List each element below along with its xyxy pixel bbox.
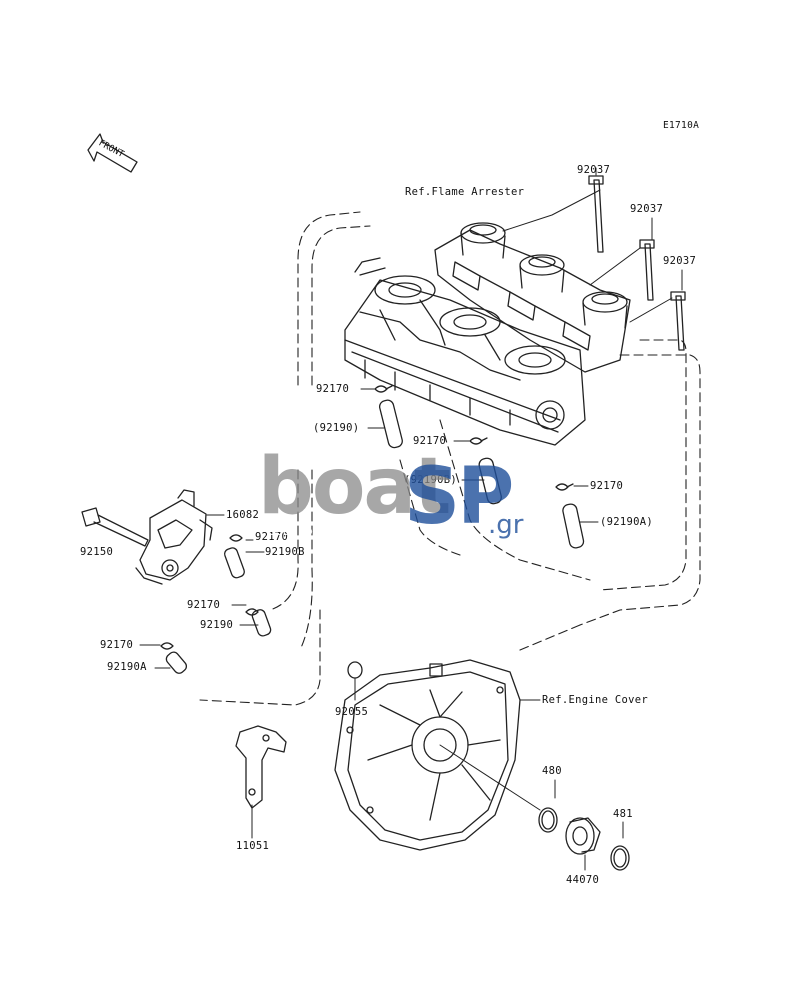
ref-engine-cover: Ref.Engine Cover	[542, 694, 648, 706]
part-label-92170: 92170	[413, 435, 447, 447]
part-label-92190b: (92190B)	[404, 474, 457, 486]
part-label-92170: 92170	[316, 383, 350, 395]
part-label-11051: 11051	[236, 840, 270, 852]
front-arrow-icon: FRONT	[87, 133, 138, 173]
part-label-92170: 92170	[590, 480, 624, 492]
watermark-brand: boat	[258, 442, 451, 532]
part-label-92170: 92170	[255, 531, 289, 543]
hose-92190	[378, 399, 403, 449]
part-label-92170: 92170	[187, 599, 221, 611]
watermark-suffix: .gr	[488, 510, 524, 540]
part-label-480: 480	[542, 765, 562, 777]
hose-92190-left	[251, 609, 272, 637]
oil-pump	[135, 489, 213, 585]
reference-boundary-lines	[199, 211, 701, 706]
diagram-code: E1710A	[663, 120, 700, 131]
part-label-92190a: 92190A	[107, 661, 147, 673]
part-label-481: 481	[613, 808, 633, 820]
part-label-16082: 16082	[226, 509, 260, 521]
part-label-44070: 44070	[566, 874, 600, 886]
flame-arrester-manifold	[434, 222, 631, 373]
leader-lines	[139, 167, 683, 871]
part-label-92055: 92055	[335, 706, 369, 718]
ref-flame-arrester: Ref.Flame Arrester	[405, 186, 525, 198]
clamps-92170	[160, 385, 574, 650]
part-label-92190: (92190)	[313, 422, 360, 434]
hose-92190A-left	[165, 651, 188, 674]
part-label-92170: 92170	[100, 639, 134, 651]
part-label-92037: 92037	[630, 203, 664, 215]
part-label-92190: 92190	[200, 619, 234, 631]
hose-92190B-left	[223, 547, 245, 579]
circlip-481	[610, 845, 630, 871]
hose-92190A	[562, 503, 585, 549]
engine-cover	[334, 659, 521, 851]
part-label-92190b: 92190B	[265, 546, 305, 558]
watermark-brand-accent: SP	[404, 452, 514, 542]
front-label: FRONT	[97, 138, 126, 160]
carburetor-assembly	[344, 257, 586, 446]
part-label-92150: 92150	[80, 546, 114, 558]
part-label-92037: 92037	[577, 164, 611, 176]
bracket-11051	[235, 725, 287, 809]
part-label-92190a: (92190A)	[600, 516, 653, 528]
circlip-480	[538, 807, 558, 833]
part-label-92037: 92037	[663, 255, 697, 267]
bolt-92150	[81, 507, 149, 547]
bearing-44070	[565, 817, 601, 855]
bolts-92037	[588, 175, 686, 351]
watermark-tagline: boat spare parts	[268, 524, 367, 538]
hose-92190B	[478, 457, 502, 505]
oring-92055	[347, 661, 363, 679]
